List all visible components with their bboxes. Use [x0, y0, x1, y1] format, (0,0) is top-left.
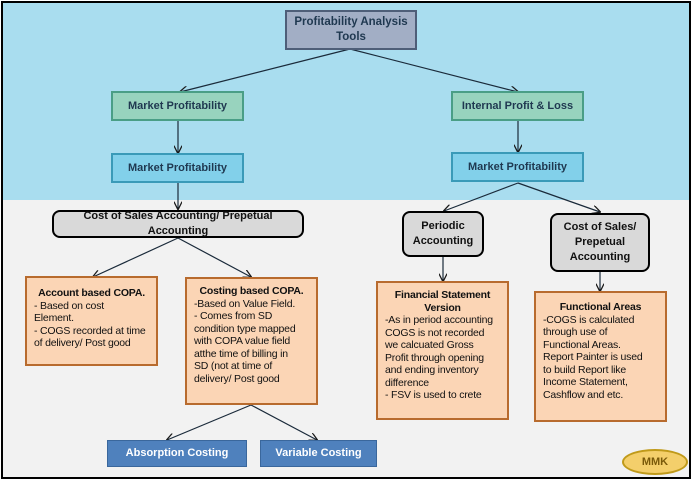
absorption-costing-node: Absorption Costing — [107, 440, 247, 467]
internal-pl-label: Internal Profit & Loss — [461, 99, 574, 112]
costing-based-line: atthe time of billing in — [194, 347, 288, 360]
functional-areas-line: to build Report like — [543, 363, 626, 376]
fsv-line: -As in period accounting — [385, 314, 493, 326]
periodic-accounting-label: Periodic Accounting — [412, 220, 474, 247]
periodic-accounting-node: Periodic Accounting — [402, 211, 484, 257]
cost-of-sales-perpetual-node: Cost of Sales/ Prepetual Accounting — [550, 213, 650, 272]
account-based-title: Account based COPA. — [38, 287, 145, 299]
functional-areas-title: Functional Areas — [559, 301, 642, 313]
cost-of-sales-accounting-node: Cost of Sales Accounting/ Prepetual Acco… — [52, 210, 304, 238]
functional-areas-line: Report Painter is used — [543, 351, 643, 363]
left-market-profitability-node: Market Profitability — [111, 153, 244, 183]
fsv-line: - FSV is used to crete — [385, 389, 482, 401]
functional-areas-line: Functional Areas. — [543, 338, 621, 351]
fsv-line: we calcuated Gross — [385, 339, 474, 351]
root-node: Profitability Analysis Tools — [285, 10, 417, 50]
market-profitability-label: Market Profitability — [127, 99, 228, 112]
left-market-profitability-label: Market Profitability — [127, 161, 228, 174]
costing-based-line: - Comes from SD — [194, 310, 273, 322]
functional-areas-line: -COGS is calculated — [543, 313, 635, 326]
costing-based-title: Costing based COPA. — [199, 285, 304, 297]
right-market-profitability-node: Market Profitability — [451, 152, 584, 182]
costing-based-line: -Based on Value Field. — [194, 297, 296, 310]
author-signature-badge: MMK — [622, 449, 688, 475]
internal-pl-node: Internal Profit & Loss — [451, 91, 584, 121]
account-based-line: Element. — [34, 312, 74, 324]
absorption-costing-label: Absorption Costing — [125, 447, 229, 459]
account-based-copa-node: Account based COPA. - Based on cost Elem… — [25, 276, 158, 366]
fsv-line: COGS is not recorded — [385, 326, 485, 339]
fsv-title: Financial Statement Version — [394, 289, 491, 314]
functional-areas-node: Functional Areas -COGS is calculated thr… — [534, 291, 667, 422]
cost-of-sales-accounting-label: Cost of Sales Accounting/ Prepetual Acco… — [83, 210, 273, 237]
variable-costing-node: Variable Costing — [260, 440, 377, 467]
account-based-line: of delivery/ Post good — [34, 337, 131, 349]
functional-areas-line: through use of — [543, 326, 608, 338]
signature-label: MMK — [641, 456, 669, 468]
cost-of-sales-perpetual-label: Cost of Sales/ Prepetual Accounting — [563, 221, 637, 263]
market-profitability-node: Market Profitability — [111, 91, 244, 121]
costing-based-line: with COPA value field — [194, 335, 290, 347]
right-market-profitability-label: Market Profitability — [467, 160, 568, 173]
costing-based-copa-node: Costing based COPA. -Based on Value Fiel… — [185, 277, 318, 405]
functional-areas-line: Cashflow and etc. — [543, 388, 624, 401]
functional-areas-line: Income Statement, — [543, 376, 628, 388]
variable-costing-label: Variable Costing — [275, 447, 362, 459]
fsv-line: Profit through opening — [385, 351, 484, 364]
costing-based-line: delivery/ Post good — [194, 372, 280, 385]
account-based-line: - COGS recorded at time — [34, 324, 146, 337]
financial-statement-version-node: Financial Statement Version -As in perio… — [376, 281, 509, 420]
fsv-line: and ending inventory — [385, 364, 479, 376]
account-based-line: - Based on cost — [34, 299, 104, 312]
root-label: Profitability Analysis Tools — [294, 16, 408, 43]
costing-based-line: condition type mapped — [194, 322, 296, 335]
costing-based-line: SD (not at time of — [194, 360, 273, 372]
fsv-line: difference — [385, 376, 429, 389]
